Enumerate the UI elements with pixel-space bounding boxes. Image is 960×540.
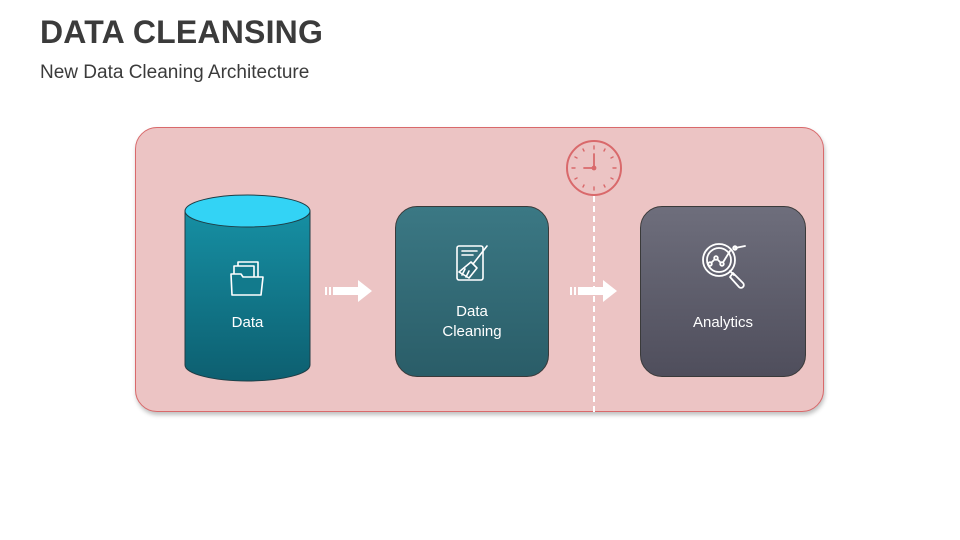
broom-clipboard-icon bbox=[456, 245, 488, 281]
data-label: Data bbox=[231, 314, 264, 331]
analytics-label: Analytics bbox=[692, 314, 754, 331]
data-cleaning-label: Data Cleaning bbox=[442, 303, 502, 340]
arrow-cleaning-to-analytics bbox=[570, 280, 617, 302]
slide-subtitle: New Data Cleaning Architecture bbox=[40, 62, 310, 83]
analytics-box bbox=[640, 206, 806, 377]
clock-icon bbox=[566, 140, 622, 196]
slide-title: DATA CLEANSING bbox=[40, 14, 324, 50]
documents-folder-icon bbox=[230, 261, 264, 296]
magnifier-chart-icon bbox=[702, 243, 746, 289]
arrow-data-to-cleaning bbox=[325, 280, 372, 302]
time-divider-line bbox=[593, 196, 595, 412]
data-cylinder bbox=[184, 194, 311, 382]
data-cleaning-box bbox=[395, 206, 549, 377]
